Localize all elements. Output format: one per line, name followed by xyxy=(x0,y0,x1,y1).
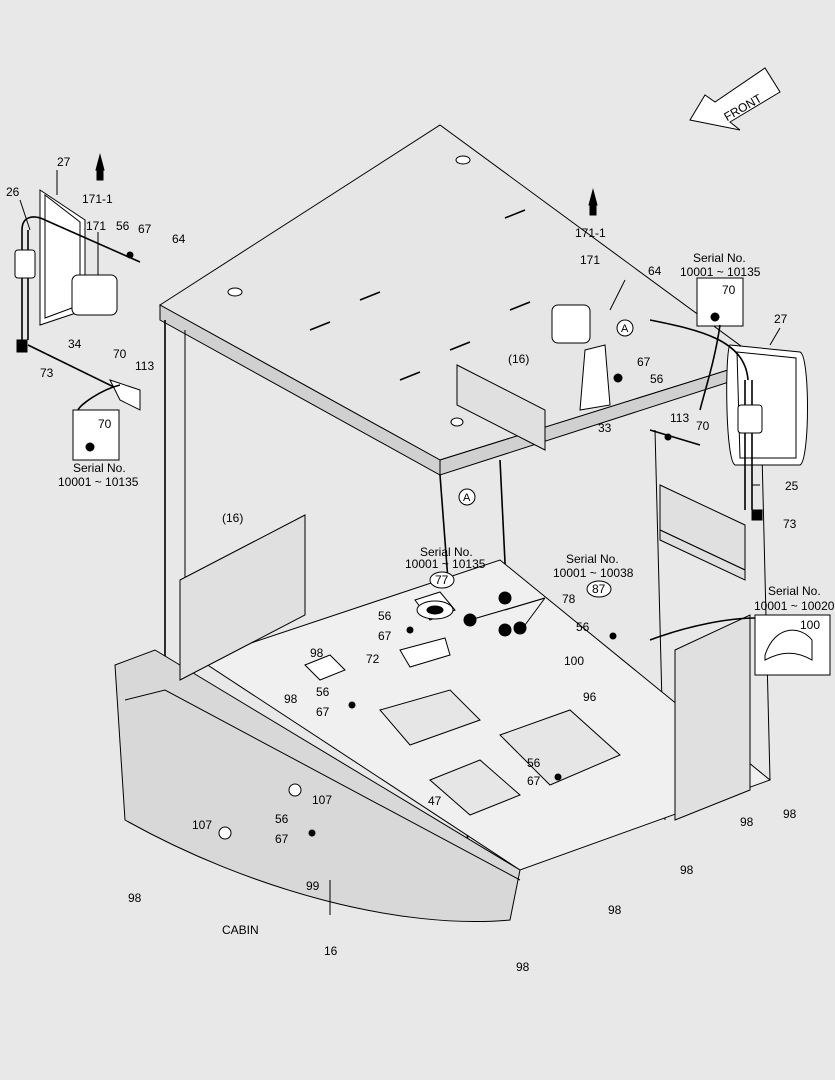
label-100: 100 xyxy=(564,654,584,668)
label-64-right: 64 xyxy=(648,264,662,278)
label-16-top: (16) xyxy=(508,352,529,366)
label-171-1-right: 171-1 xyxy=(575,226,606,240)
label-113-left: 113 xyxy=(135,359,154,373)
serial-left-2: 10001 ~ 10135 xyxy=(58,475,139,489)
label-56-center: 56 xyxy=(378,609,392,623)
label-171-right: 171 xyxy=(580,253,600,267)
left-mirror xyxy=(14,189,141,411)
label-98-left: 98 xyxy=(284,692,298,706)
label-98-bl: 98 xyxy=(128,891,142,905)
label-26: 26 xyxy=(6,185,20,199)
front-lower-panel xyxy=(114,649,521,923)
label-99: 99 xyxy=(306,879,320,893)
window-panels xyxy=(179,364,751,821)
label-107-a: 107 xyxy=(312,793,332,807)
label-98-br1: 98 xyxy=(783,807,797,821)
label-67-low: 67 xyxy=(527,774,541,788)
label-A-right: A xyxy=(621,323,629,335)
label-64-left: 64 xyxy=(172,232,186,246)
label-16-bot: 16 xyxy=(324,944,338,958)
label-67-right: 67 xyxy=(637,355,651,369)
label-100-box: 100 xyxy=(800,618,820,632)
hardware-bolts xyxy=(126,251,672,840)
label-113-right: 113 xyxy=(670,411,689,425)
label-27-right: 27 xyxy=(774,312,788,326)
label-98-br2: 98 xyxy=(740,815,754,829)
front-arrow: FRONT xyxy=(689,67,781,131)
label-171-1-left: 171-1 xyxy=(82,192,113,206)
cabin-title: CABIN xyxy=(222,923,259,937)
callout-boxes xyxy=(72,277,831,676)
label-73-left: 73 xyxy=(40,366,54,380)
part-labels: 27 26 171-1 171 56 67 64 34 70 113 73 70… xyxy=(6,155,835,974)
label-78: 78 xyxy=(562,592,576,606)
label-87: 87 xyxy=(592,582,606,596)
serial-right-2: 10001 ~ 10020 xyxy=(754,599,835,613)
label-27-left: 27 xyxy=(57,155,71,169)
label-98-b1: 98 xyxy=(608,903,622,917)
circle-callouts xyxy=(429,319,634,598)
label-56-right: 56 xyxy=(650,372,664,386)
label-34: 34 xyxy=(68,337,82,351)
label-171-left: 171 xyxy=(86,219,106,233)
label-70-box-left: 70 xyxy=(98,417,112,431)
label-56-mid: 56 xyxy=(316,685,330,699)
label-72: 72 xyxy=(366,652,380,666)
label-70-right: 70 xyxy=(696,419,710,433)
label-56-right2: 56 xyxy=(576,620,590,634)
serial-right-1: Serial No. xyxy=(768,584,821,598)
label-47: 47 xyxy=(428,794,442,808)
label-98-center: 98 xyxy=(310,646,324,660)
label-70-left: 70 xyxy=(113,347,127,361)
label-A-center: A xyxy=(463,492,471,504)
label-56-bot: 56 xyxy=(275,812,289,826)
label-56-top: 56 xyxy=(116,219,130,233)
leader-lines xyxy=(19,170,781,915)
serial-tr-2: 10001 ~ 10135 xyxy=(680,265,761,279)
label-67-bot: 67 xyxy=(275,832,289,846)
cabin-roof xyxy=(159,124,762,476)
label-107-b: 107 xyxy=(192,818,212,832)
label-25: 25 xyxy=(785,479,799,493)
label-96: 96 xyxy=(583,690,597,704)
right-mirror xyxy=(551,304,808,521)
serial-center-1: Serial No. xyxy=(420,545,473,559)
label-70-box-right: 70 xyxy=(722,283,736,297)
label-16-left: (16) xyxy=(222,511,243,525)
label-73-right: 73 xyxy=(783,517,797,531)
label-67-center: 67 xyxy=(378,629,392,643)
serial-tr-1: Serial No. xyxy=(693,251,746,265)
serial-center-2: 10001 ~ 10135 xyxy=(405,557,486,571)
label-77: 77 xyxy=(435,573,449,587)
label-98-b2: 98 xyxy=(516,960,530,974)
label-33: 33 xyxy=(598,421,612,435)
serial-left-1: Serial No. xyxy=(73,461,126,475)
label-56-low: 56 xyxy=(527,756,541,770)
bulb-icons xyxy=(95,153,598,216)
label-67-mid: 67 xyxy=(316,705,330,719)
label-67-top: 67 xyxy=(138,222,152,236)
serial-cr-1: Serial No. xyxy=(566,552,619,566)
serial-cr-2: 10001 ~ 10038 xyxy=(553,566,634,580)
label-98-br3: 98 xyxy=(680,863,694,877)
